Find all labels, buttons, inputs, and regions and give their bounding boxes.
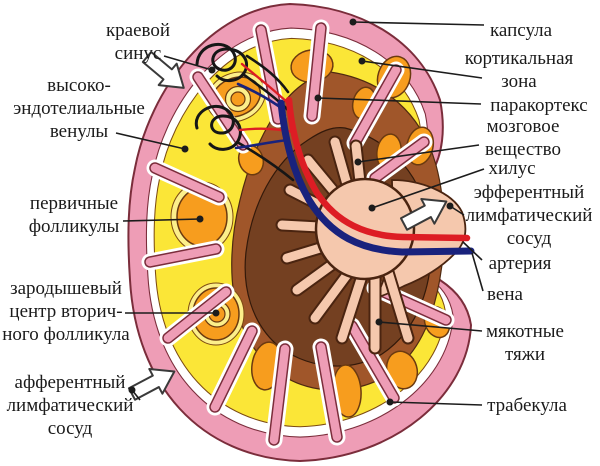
label-vein: вена: [487, 284, 523, 305]
leader-primary-follicles: [122, 218, 201, 222]
leader-medullary-cords: [378, 321, 483, 332]
leader-dot: [375, 318, 383, 326]
label-germinal-center: зародышевый центр вторич- ного фолликула: [2, 278, 130, 345]
label-hev: высоко- эндотелиальные венулы: [13, 75, 145, 142]
label-paracortex: паракортекс: [490, 95, 588, 116]
leader-lines: [115, 18, 485, 406]
label-efferent-vessel: эфферентный лимфатический сосуд: [465, 182, 593, 249]
leader-dot: [196, 215, 204, 223]
leader-dot: [208, 66, 216, 74]
leader-marginal-sinus: [163, 55, 213, 71]
afferent-flow-arrow-top: [141, 51, 185, 89]
label-marginal-sinus: краевой синус: [105, 20, 171, 64]
label-capsule: капсула: [489, 20, 553, 41]
leader-paracortex: [317, 97, 482, 105]
label-primary-follicles: первичные фолликулы: [28, 193, 120, 237]
leader-dot: [386, 398, 394, 406]
leader-artery: [462, 241, 483, 261]
hilus-fingers: [275, 135, 415, 355]
label-medullary-cords: мякотные тяжи: [486, 321, 564, 365]
hev-venules: [194, 42, 295, 182]
vein-vessel: [277, 99, 475, 256]
efferent-flow-arrow: [399, 197, 448, 231]
leader-hev: [115, 132, 186, 150]
flow-arrows: [127, 51, 448, 401]
label-artery: артерия: [488, 253, 552, 274]
leader-dot: [181, 145, 189, 153]
leader-dot: [128, 386, 136, 394]
leader-vein: [471, 252, 484, 292]
leader-capsule: [352, 21, 485, 26]
leader-cortical-zone: [361, 60, 483, 79]
label-medulla: мозговое вещество: [485, 116, 561, 160]
leader-hilus: [371, 168, 485, 209]
label-trabecula: трабекула: [487, 395, 567, 416]
leader-medulla: [357, 144, 480, 163]
leader-trabecula: [389, 401, 483, 406]
leader-dot: [349, 18, 357, 26]
leader-dot: [446, 202, 454, 210]
trabecula-core: [145, 23, 451, 445]
leader-dot: [354, 158, 362, 166]
label-afferent-vessel: афферентный лимфатический сосуд: [6, 372, 134, 439]
blood-vessels: [234, 62, 475, 256]
germinal-center-core: [230, 91, 246, 107]
hev-loop-knot: [194, 104, 242, 151]
leader-dot: [212, 309, 220, 317]
trabeculae: [141, 19, 455, 449]
artery-vessel: [285, 96, 471, 242]
hilus-finger-cores: [277, 137, 413, 353]
leader-dot: [358, 57, 366, 65]
leader-dot: [368, 204, 376, 212]
leader-dot: [314, 94, 322, 102]
label-cortical-zone: кортикальная зона: [464, 48, 574, 92]
label-hilus: хилус: [488, 158, 536, 179]
